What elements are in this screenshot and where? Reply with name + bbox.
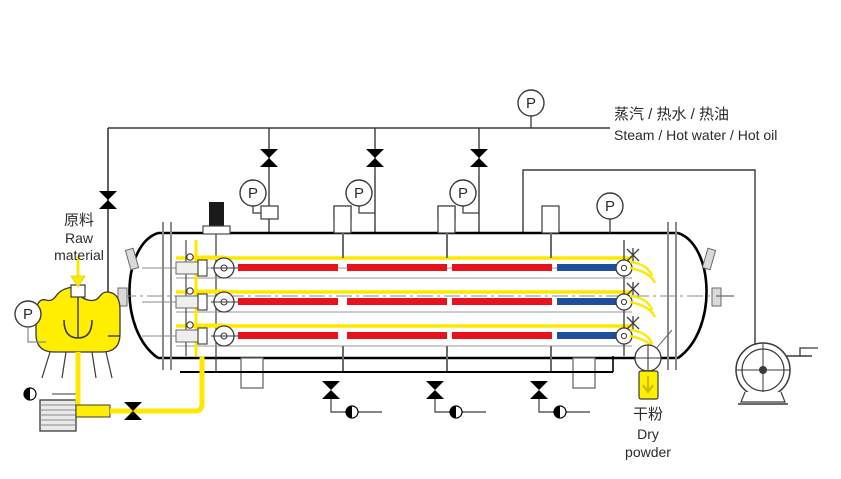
vessel-internal-trays [176, 233, 632, 372]
vapour-return-loop [522, 169, 756, 356]
feed-discharge-piping [75, 352, 205, 420]
left-feed-connections [142, 240, 238, 356]
heating-media-label-en: Steam / Hot water / Hot oil [614, 127, 778, 143]
vessel-top-nozzles [333, 205, 560, 234]
dry-powder-discharge[interactable] [634, 344, 662, 400]
steam-trap-3 [553, 405, 567, 419]
vacuum-pump-blower [735, 342, 818, 405]
header-valve-1[interactable] [260, 149, 278, 167]
header-pressure-gauge[interactable] [517, 89, 545, 128]
dry-powder-label-cn: 干粉 [632, 406, 663, 423]
spray-nozzle-1 [615, 247, 657, 284]
tray-level-3 [176, 324, 632, 372]
header-branch-1 [239, 128, 279, 233]
drain-branch-3 [530, 381, 590, 419]
drain-valve-2[interactable] [426, 381, 444, 399]
condensate-collection-header [180, 356, 614, 373]
feed-connector-1 [142, 253, 238, 279]
dry-powder-label-en-line1: Dry [637, 426, 659, 442]
drain-branch-1 [322, 381, 382, 419]
heating-media-label-cn: 蒸汽 / 热水 / 热油 [614, 106, 730, 123]
raw-material-label-cn: 原料 [63, 212, 94, 229]
feed-tank-pressure-gauge[interactable] [14, 300, 46, 343]
steam-trap-2 [449, 405, 463, 419]
feed-pump [39, 399, 77, 432]
branch-2-pressure-gauge[interactable] [345, 179, 375, 214]
raw-material-label-en-line1: Raw [64, 230, 93, 246]
feed-connector-3 [142, 321, 238, 347]
feed-connector-2 [142, 287, 238, 313]
dry-powder-label-en-line2: powder [625, 444, 671, 460]
drain-valve-3[interactable] [530, 381, 548, 399]
spray-nozzle-2 [615, 281, 657, 318]
branch-3-pressure-gauge[interactable] [449, 179, 479, 214]
feed-tank-level-indicator [23, 352, 79, 401]
tray-level-2 [176, 290, 632, 313]
header-valve-3[interactable] [470, 149, 488, 167]
drain-branch-2 [426, 381, 486, 419]
header-inlet-valve[interactable] [99, 191, 117, 209]
tray-level-1 [176, 233, 632, 279]
raw-material-feed-tank [35, 256, 121, 379]
drain-valve-1[interactable] [322, 381, 340, 399]
raw-material-label-en-line2: material [54, 247, 104, 263]
vessel-pressure-gauge[interactable] [596, 192, 624, 233]
header-valve-2[interactable] [366, 149, 384, 167]
steam-trap-1 [345, 405, 359, 419]
right-discharge-nozzles [615, 240, 673, 359]
tank-drain-trap [23, 387, 37, 401]
